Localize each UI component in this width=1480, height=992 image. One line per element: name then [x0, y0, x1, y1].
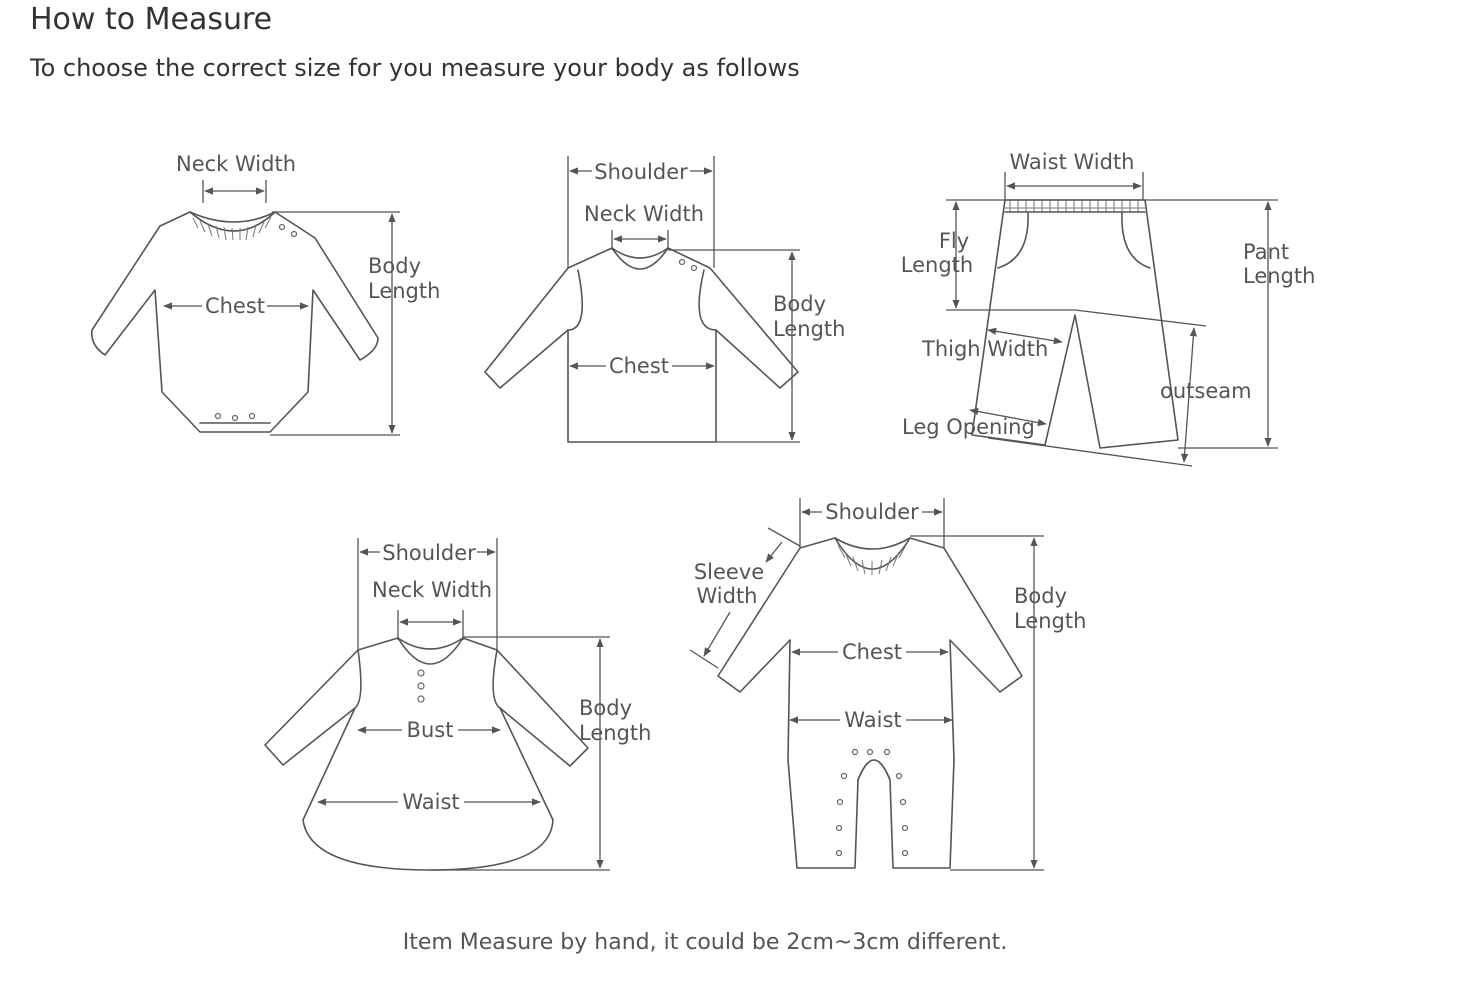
- bodysuit-length-label: Length: [368, 279, 440, 303]
- dress-figure: Shoulder Neck Width Bust Waist Body Leng…: [264, 538, 651, 871]
- romper-body-label: Body: [1014, 584, 1067, 608]
- pants-outline: [971, 199, 1179, 449]
- pants-pant-label: Pant: [1243, 240, 1289, 264]
- romper-sleeve-width-label: Width: [696, 584, 757, 608]
- dress-bust-label: Bust: [407, 718, 454, 742]
- measurement-note: Item Measure by hand, it could be 2cm~3c…: [402, 930, 1008, 955]
- dress-neck-width-label: Neck Width: [372, 578, 492, 602]
- pants-waist-width-label: Waist Width: [1010, 150, 1135, 174]
- dress-shoulder-label: Shoulder: [382, 541, 476, 565]
- bodysuit-figure: Neck Width Chest Body Length: [90, 152, 440, 436]
- top-shoulder-label: Shoulder: [594, 160, 688, 184]
- pants-leg-opening-label: Leg Opening: [902, 415, 1035, 439]
- page-subtitle: To choose the correct size for you measu…: [30, 54, 800, 82]
- dress-length-label: Length: [579, 721, 651, 745]
- top-chest-label: Chest: [609, 354, 669, 378]
- pants-figure: Waist Width Fly Length Thigh Width Leg O…: [901, 150, 1315, 467]
- romper-outline: [717, 537, 1023, 869]
- pants-fly-length-label: Length: [901, 253, 973, 277]
- pants-thigh-width-label: Thigh Width: [921, 337, 1048, 361]
- bodysuit-body-label: Body: [368, 254, 421, 278]
- top-neck-width-label: Neck Width: [584, 202, 704, 226]
- top-figure: Shoulder Neck Width Chest Body Length: [484, 156, 845, 443]
- bodysuit-chest-label: Chest: [205, 294, 265, 318]
- dress-waist-label: Waist: [402, 790, 459, 814]
- pants-outseam-label: outseam: [1160, 379, 1252, 403]
- bodysuit-outline: [90, 211, 379, 433]
- pants-length-label: Length: [1243, 264, 1315, 288]
- dress-outline: [264, 637, 589, 871]
- top-body-label: Body: [773, 292, 826, 316]
- romper-sleeve-label: Sleeve: [694, 560, 764, 584]
- page-title: How to Measure: [30, 2, 273, 37]
- romper-shoulder-label: Shoulder: [825, 500, 919, 524]
- romper-length-label: Length: [1014, 609, 1086, 633]
- dress-body-label: Body: [579, 696, 632, 720]
- top-outline: [484, 247, 799, 443]
- pants-fly-label: Fly: [939, 229, 969, 253]
- romper-chest-label: Chest: [842, 640, 902, 664]
- romper-waist-label: Waist: [844, 708, 901, 732]
- romper-figure: Shoulder Sleeve Width Chest Waist Body L…: [689, 498, 1086, 871]
- top-length-label: Length: [773, 317, 845, 341]
- bodysuit-neck-width-label: Neck Width: [176, 152, 296, 176]
